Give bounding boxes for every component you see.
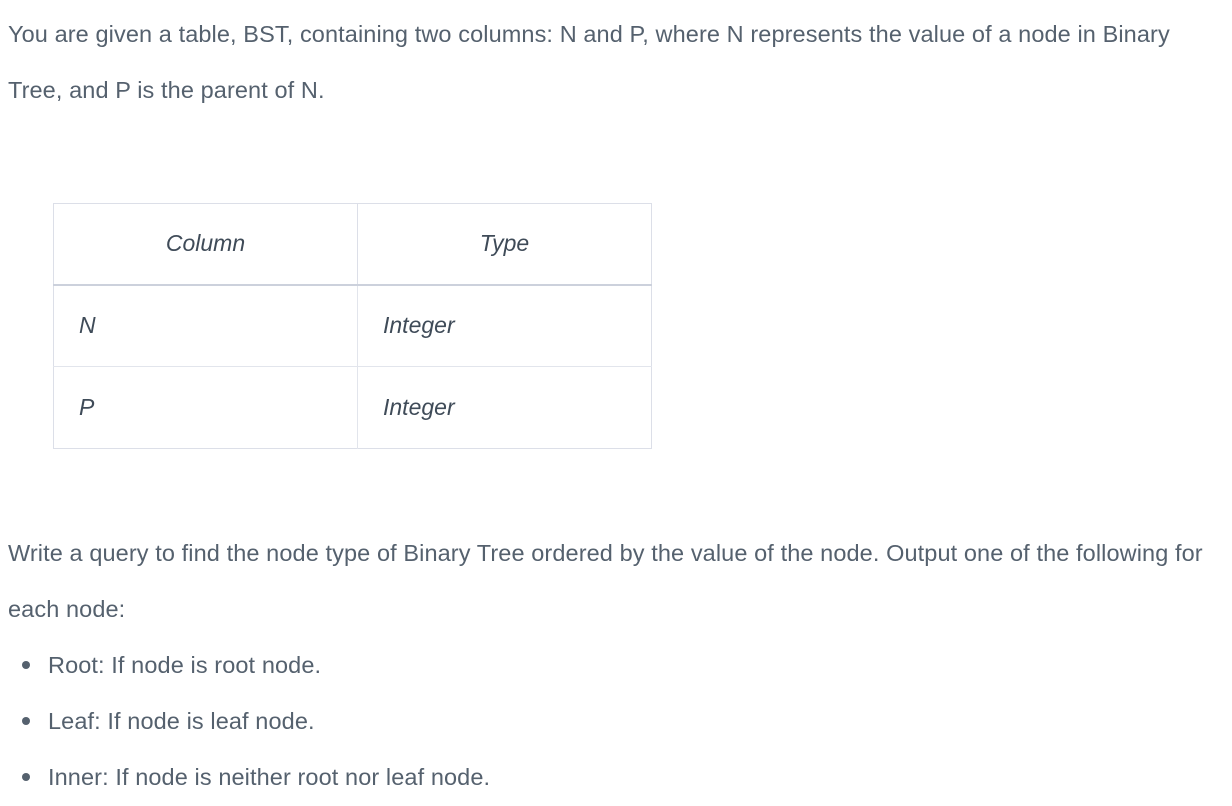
table-row: P Integer: [53, 366, 652, 449]
table-row: N Integer: [53, 284, 652, 367]
schema-table: Column Type N Integer P Integer: [53, 203, 652, 449]
list-item: Root: If node is root node.: [8, 637, 1108, 693]
intro-paragraph: You are given a table, BST, containing t…: [8, 21, 1177, 103]
column-header-column: Column: [53, 203, 358, 286]
schema-table-head: Column Type: [53, 203, 652, 286]
cell-column-type: Integer: [357, 284, 652, 367]
list-item-label: Leaf: If node is leaf node.: [48, 708, 315, 734]
bullet-icon: [22, 661, 30, 669]
cell-column-name: N: [53, 284, 358, 367]
list-item-label: Root: If node is root node.: [48, 652, 322, 678]
table-header-row: Column Type: [53, 203, 652, 286]
schema-table-body: N Integer P Integer: [53, 284, 652, 449]
task-paragraph: Write a query to find the node type of B…: [8, 540, 1210, 622]
bullet-icon: [22, 717, 30, 725]
list-item: Inner: If node is neither root nor leaf …: [8, 749, 1108, 805]
cell-column-type: Integer: [383, 394, 455, 420]
schema-table-container: Column Type N Integer P Integer: [53, 203, 652, 449]
cell-column-name: P: [53, 366, 358, 449]
node-type-list: Root: If node is root node. Leaf: If nod…: [8, 637, 1108, 805]
list-item: Leaf: If node is leaf node.: [8, 693, 1108, 749]
column-header-type: Type: [357, 203, 652, 286]
bullet-icon: [22, 773, 30, 781]
list-item-label: Inner: If node is neither root nor leaf …: [48, 764, 491, 790]
